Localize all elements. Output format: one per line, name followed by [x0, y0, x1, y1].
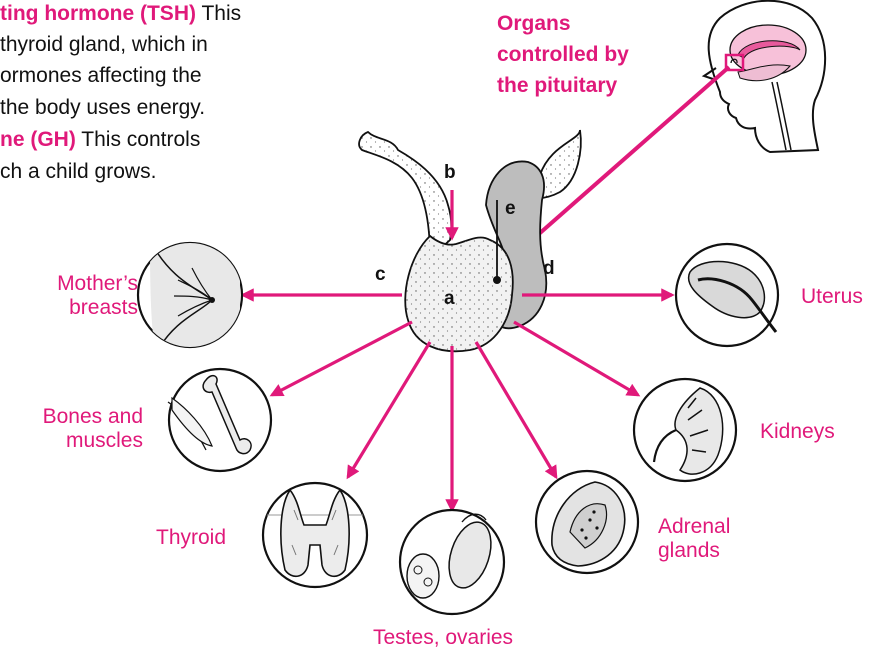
label-adrenal-line-2: glands: [658, 539, 730, 563]
pituitary-gland: [359, 130, 581, 351]
intro-line-5: ne (GH) This controls: [0, 128, 200, 152]
label-breasts-line-2: breasts: [20, 296, 138, 320]
title-line-2: controlled by: [497, 39, 629, 70]
label-e: e: [505, 198, 516, 220]
breast-icon: [138, 240, 242, 350]
arrow-adrenal: [476, 342, 556, 477]
kidney-icon: [634, 379, 736, 481]
label-testes: Testes, ovaries: [373, 626, 513, 650]
label-breasts-line-1: Mother’s: [20, 272, 138, 296]
intro-line-2: thyroid gland, which in: [0, 33, 208, 57]
testes-ovaries-icon: [400, 510, 504, 614]
thyroid-icon: [255, 483, 375, 587]
bone-muscle-icon: [168, 369, 271, 471]
intro-line-1-text: This: [196, 2, 241, 25]
label-a: a: [444, 288, 455, 310]
head-silhouette: [704, 1, 825, 152]
arrow-thyroid: [348, 342, 430, 477]
title-line-1: Organs: [497, 8, 629, 39]
label-c: c: [375, 264, 386, 286]
label-bones: Bones and muscles: [15, 405, 143, 453]
label-b: b: [444, 162, 456, 184]
label-bones-line-2: muscles: [15, 429, 143, 453]
diagram-title: Organs controlled by the pituitary: [497, 8, 629, 101]
intro-line-6: ch a child grows.: [0, 160, 156, 184]
label-adrenal-line-1: Adrenal: [658, 515, 730, 539]
title-line-3: the pituitary: [497, 70, 629, 101]
label-d: d: [543, 258, 555, 280]
tsh-heading: ting hormone (TSH): [0, 2, 196, 25]
adrenal-icon: [536, 471, 638, 573]
gh-heading: ne (GH): [0, 128, 76, 151]
label-breasts: Mother’s breasts: [20, 272, 138, 320]
intro-line-4: the body uses energy.: [0, 96, 205, 120]
label-kidneys: Kidneys: [760, 420, 835, 444]
arrow-bones: [272, 322, 412, 395]
label-adrenal: Adrenal glands: [658, 515, 730, 563]
intro-line-1: ting hormone (TSH) This: [0, 2, 241, 26]
intro-line-5-text: This controls: [76, 128, 201, 151]
label-thyroid: Thyroid: [156, 526, 226, 550]
label-bones-line-1: Bones and: [15, 405, 143, 429]
uterus-icon: [676, 244, 778, 346]
arrow-kidneys: [514, 322, 638, 395]
intro-line-3: ormones affecting the: [0, 64, 202, 88]
label-uterus: Uterus: [801, 285, 863, 309]
